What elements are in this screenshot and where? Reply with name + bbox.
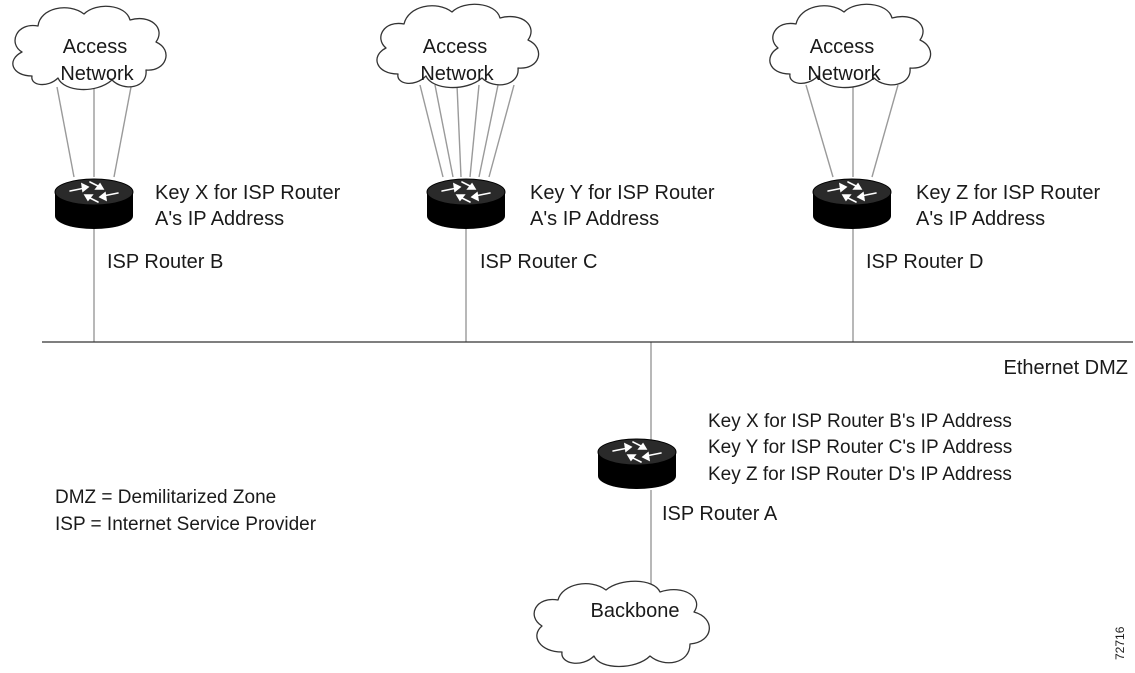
cloud-icon [376, 3, 540, 89]
access-links-d [805, 84, 899, 178]
access-network-cloud-c: Access Network [376, 3, 540, 89]
cloud-c-label-line2: Network [420, 63, 494, 85]
router-b-key-line2: A's IP Address [155, 208, 284, 230]
router-d-name: ISP Router D [866, 251, 983, 273]
router-c-key-line1: Key Y for ISP Router [530, 182, 715, 204]
isp-router-c: Key Y for ISP Router A's IP Address ISP … [426, 178, 715, 273]
cloud-d-label-line2: Network [807, 63, 881, 85]
router-a-key-z: Key Z for ISP Router D's IP Address [708, 464, 1012, 485]
cloud-d-label-line1: Access [810, 36, 874, 58]
router-b-name: ISP Router B [107, 251, 223, 273]
isp-router-a: Key X for ISP Router B's IP Address Key … [597, 411, 1012, 525]
router-icon [54, 178, 134, 230]
router-a-key-y: Key Y for ISP Router C's IP Address [708, 437, 1012, 458]
router-b-key-line1: Key X for ISP Router [155, 182, 341, 204]
cloud-b-label-line1: Access [63, 36, 127, 58]
isp-router-d: Key Z for ISP Router A's IP Address ISP … [812, 178, 1100, 273]
cloud-c-label-line1: Access [423, 36, 487, 58]
router-c-key-line2: A's IP Address [530, 208, 659, 230]
access-network-cloud-b: Access Network [12, 5, 167, 91]
figure-id: 72716 [1113, 626, 1127, 660]
router-a-name: ISP Router A [662, 503, 778, 525]
access-links-c [419, 84, 515, 178]
legend-isp: ISP = Internet Service Provider [55, 514, 317, 535]
router-icon [812, 178, 892, 230]
legend-dmz: DMZ = Demilitarized Zone [55, 487, 276, 508]
access-network-cloud-d: Access Network [769, 3, 932, 89]
router-d-key-line2: A's IP Address [916, 208, 1045, 230]
router-c-name: ISP Router C [480, 251, 597, 273]
ethernet-dmz-label: Ethernet DMZ [1004, 357, 1128, 379]
router-a-key-x: Key X for ISP Router B's IP Address [708, 411, 1012, 432]
router-icon [597, 438, 677, 490]
cloud-icon [12, 5, 167, 91]
isp-router-b: Key X for ISP Router A's IP Address ISP … [54, 178, 341, 273]
access-links-b [56, 86, 132, 178]
router-d-key-line1: Key Z for ISP Router [916, 182, 1100, 204]
backbone-label: Backbone [591, 600, 680, 622]
backbone-cloud: Backbone [533, 580, 710, 668]
router-icon [426, 178, 506, 230]
cloud-b-label-line2: Network [60, 63, 134, 85]
cloud-icon [769, 3, 932, 89]
cloud-icon [533, 580, 710, 668]
